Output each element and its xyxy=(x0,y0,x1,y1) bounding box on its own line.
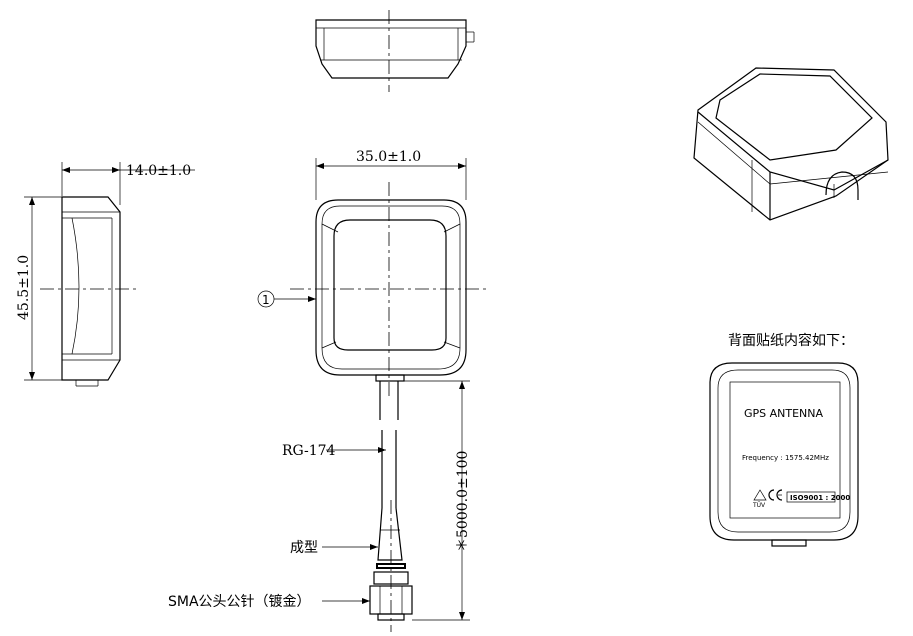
length-dimension: 45.5±1.0 xyxy=(16,255,32,320)
connector-callout: SMA公头公针（镀金） xyxy=(168,593,311,610)
side-view xyxy=(24,162,195,387)
height-dimension: 14.0±1.0 xyxy=(126,163,191,179)
label-iso: ISO9001 : 2000 xyxy=(790,494,850,502)
front-view xyxy=(257,158,490,400)
molded-callout: 成型 xyxy=(290,540,318,556)
cable-callout: RG-174 xyxy=(282,443,336,459)
label-heading: 背面贴纸内容如下： xyxy=(728,332,854,349)
label-product: GPS ANTENNA xyxy=(744,407,824,420)
label-frequency: Frequency : 1575.42MHz xyxy=(742,454,829,462)
cable-assembly xyxy=(322,374,470,632)
isometric-view xyxy=(693,67,889,221)
top-view xyxy=(315,10,475,92)
ce-mark-icon xyxy=(753,489,783,501)
part-marker: 1 xyxy=(262,293,270,307)
label-cert-mark: TÜV xyxy=(752,502,766,509)
cable-length-dimension: ＊5000.0±100 xyxy=(455,451,471,552)
back-label xyxy=(709,362,859,547)
width-dimension: 35.0±1.0 xyxy=(356,149,421,165)
